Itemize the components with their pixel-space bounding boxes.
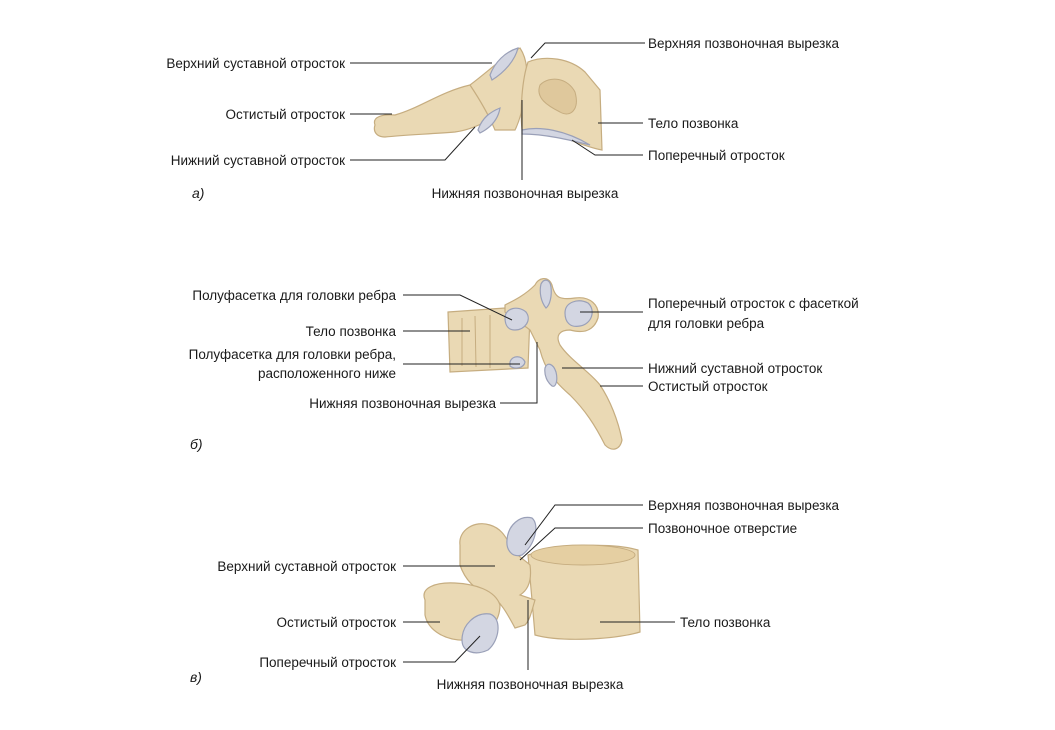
label-c-inferior-notch: Нижняя позвоночная вырезка	[437, 677, 624, 692]
label-b-transverse-facet-line2: для головки ребра	[648, 316, 765, 331]
label-b-spinous: Остистый отросток	[648, 379, 768, 394]
label-b-inferior-articular: Нижний суставной отросток	[648, 361, 822, 376]
panel-c-leaders	[403, 504, 675, 670]
panel-letter-c: в)	[190, 669, 202, 685]
panel-letter-b: б)	[190, 436, 203, 452]
superior-facet-b	[539, 279, 552, 309]
label-b-body: Тело позвонка	[306, 324, 397, 339]
label-a-superior-articular: Верхний суставной отросток	[166, 56, 345, 71]
transverse-facet-c	[461, 613, 499, 654]
body-cavity-a	[538, 78, 577, 115]
label-c-superior-articular: Верхний суставной отросток	[217, 559, 396, 574]
upper-demifacet-b	[504, 307, 529, 331]
superior-facet-c	[506, 516, 537, 557]
label-b-upper-demifacet: Полуфасетка для головки ребра	[192, 288, 396, 303]
label-c-spinous: Остистый отросток	[276, 615, 396, 630]
panel-a-leaders	[350, 42, 645, 180]
label-a-superior-notch: Верхняя позвоночная вырезка	[648, 36, 840, 51]
lower-demifacet-b	[509, 356, 526, 369]
arch-b	[504, 278, 623, 450]
inferior-articular-facet-b	[544, 363, 558, 387]
label-b-lower-demifacet-line2: расположенного ниже	[258, 366, 396, 381]
label-b-inferior-notch: Нижняя позвоночная вырезка	[309, 396, 496, 411]
label-c-vertebral-foramen: Позвоночное отверстие	[648, 521, 797, 536]
body-top-surface-c	[530, 544, 636, 566]
label-c-superior-notch: Верхняя позвоночная вырезка	[648, 498, 840, 513]
panel-a-illustration	[373, 47, 603, 151]
label-a-body: Тело позвонка	[648, 116, 739, 131]
label-a-spinous: Остистый отросток	[225, 107, 345, 122]
panel-c-illustration	[423, 516, 641, 654]
label-a-transverse: Поперечный отросток	[648, 148, 785, 163]
inferior-facet-a	[477, 107, 501, 134]
panel-letter-a: а)	[192, 185, 204, 201]
label-c-transverse: Поперечный отросток	[259, 655, 396, 670]
label-b-lower-demifacet-line1: Полуфасетка для головки ребра,	[189, 347, 396, 362]
label-b-transverse-facet-line1: Поперечный отросток с фасеткой	[648, 296, 859, 311]
superior-facet-a	[489, 47, 519, 81]
panel-b-leaders	[403, 294, 643, 404]
label-a-inferior-articular: Нижний суставной отросток	[171, 153, 345, 168]
transverse-costal-facet-b	[564, 300, 593, 327]
label-c-body: Тело позвонка	[680, 615, 771, 630]
panel-b-illustration	[447, 278, 623, 450]
label-a-inferior-notch: Нижняя позвоночная вырезка	[432, 186, 619, 201]
